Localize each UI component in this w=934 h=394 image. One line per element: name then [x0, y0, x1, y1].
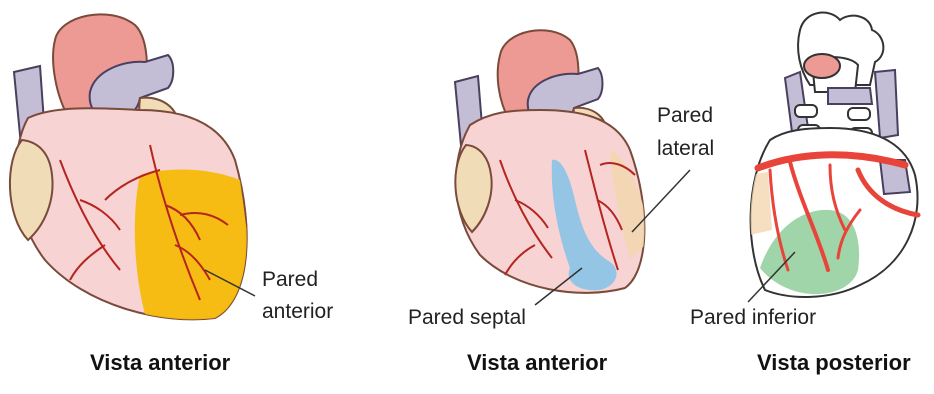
- label-lateral-wall-line2: lateral: [657, 137, 714, 161]
- caption-left: Vista anterior: [90, 350, 230, 376]
- label-anterior-wall-line1: Pared: [262, 268, 318, 292]
- label-lateral-wall-line1: Pared: [657, 104, 713, 128]
- aortic-opening-right: [804, 54, 840, 78]
- pulmonary-vein-left-right: [785, 72, 808, 132]
- posterior-lateral-tint: [748, 172, 772, 235]
- label-inferior-wall: Pared inferior: [690, 306, 816, 330]
- label-septal-wall: Pared septal: [408, 306, 526, 330]
- vena-cava-right: [828, 88, 872, 104]
- pulmonary-vein-right-right: [875, 70, 898, 138]
- heart-left: [10, 14, 260, 330]
- caption-right: Vista posterior: [757, 350, 911, 376]
- heart-middle: [455, 30, 690, 305]
- anterior-wall-region: [135, 170, 260, 330]
- heart-right: [748, 13, 918, 302]
- label-anterior-wall-line2: anterior: [262, 300, 333, 324]
- caption-middle: Vista anterior: [467, 350, 607, 376]
